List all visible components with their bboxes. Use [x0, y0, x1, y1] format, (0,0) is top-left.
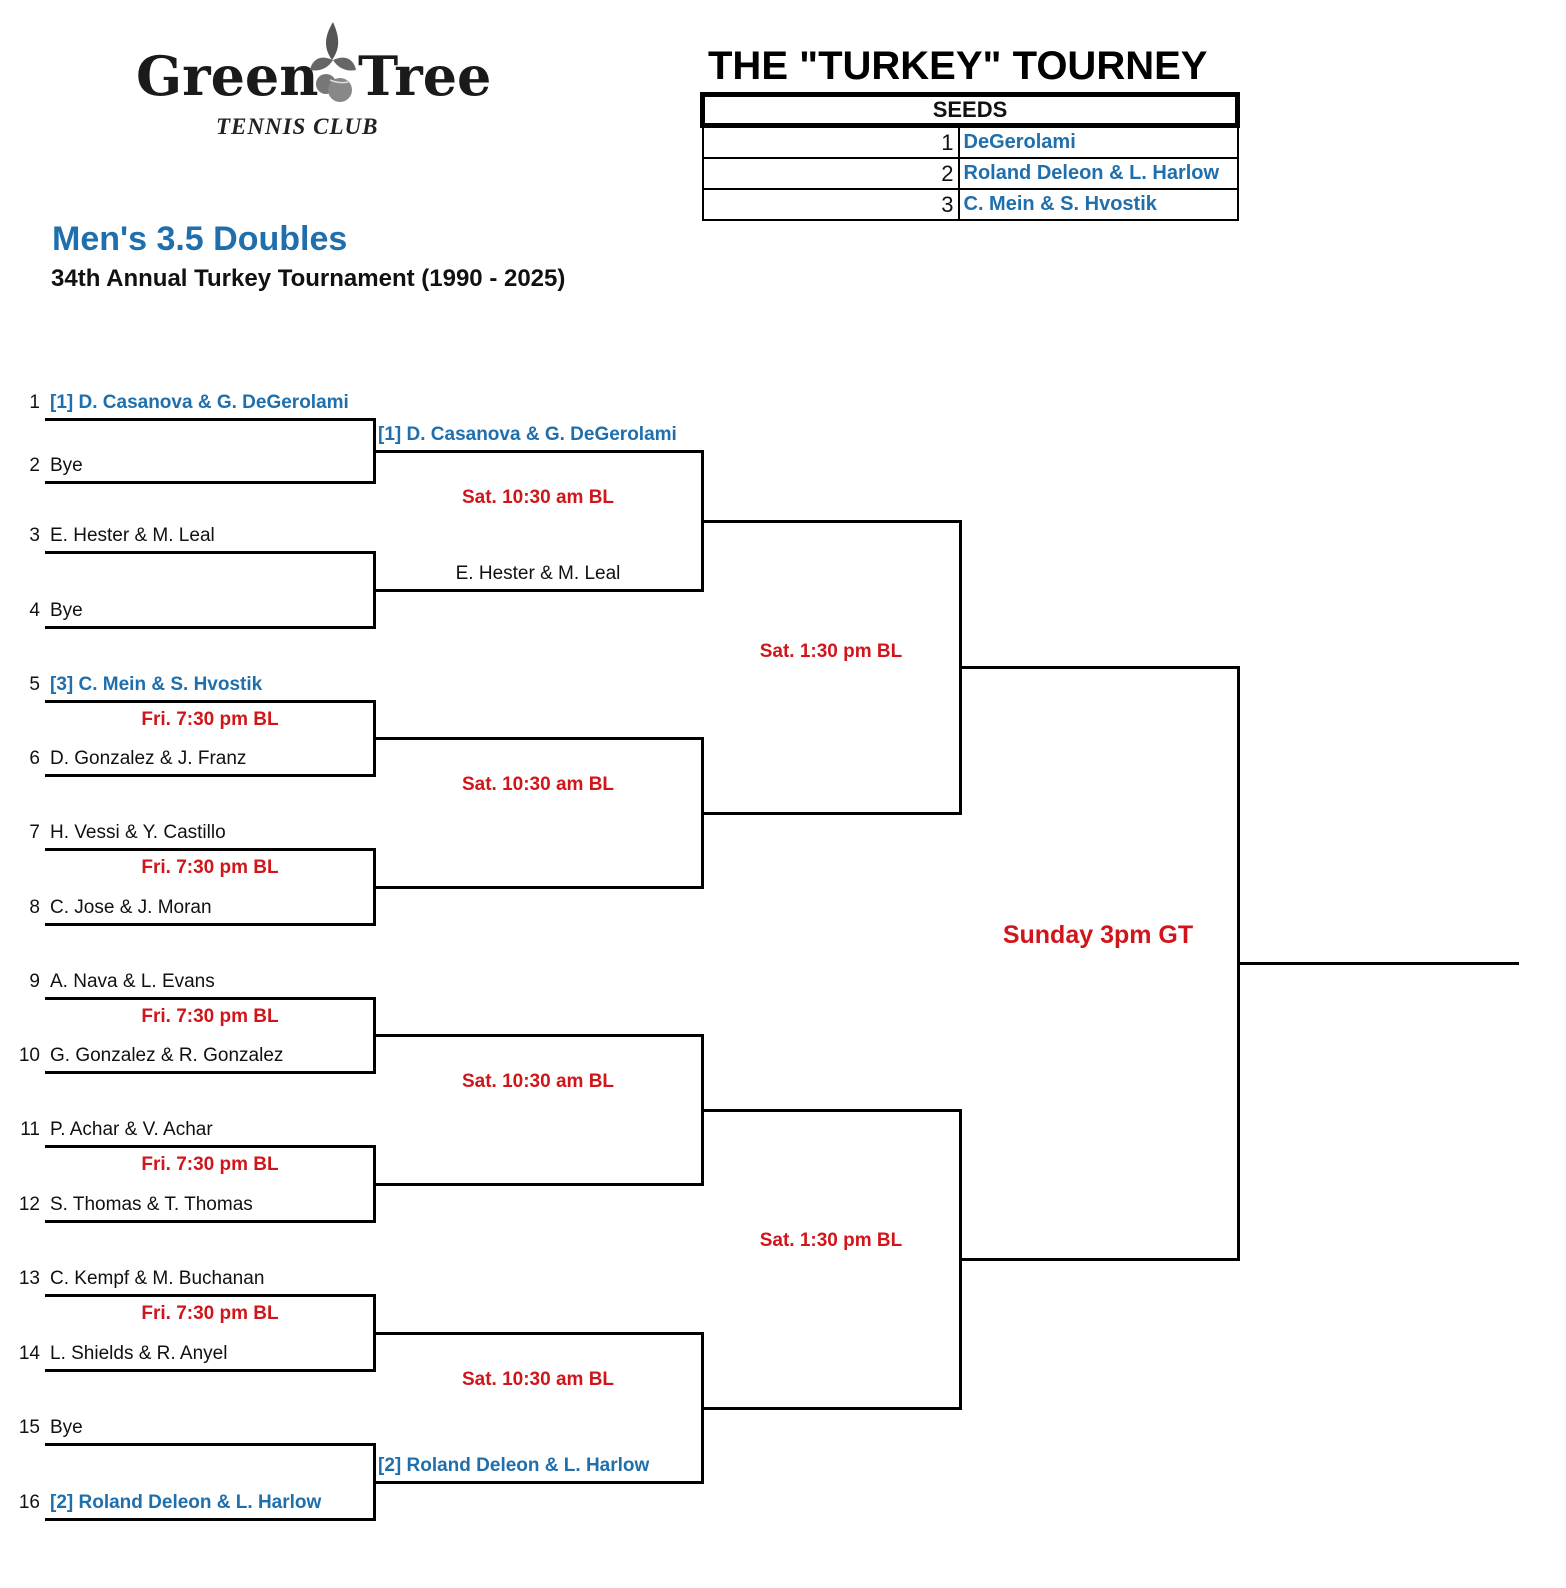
semifinal-schedule: Sat. 1:30 pm BL — [759, 641, 903, 662]
seed-number: 1 — [701, 124, 960, 159]
quarterfinal-line — [702, 1407, 961, 1410]
seed-row: 3 C. Mein & S. Hvostik — [701, 188, 1239, 221]
round2-line — [374, 589, 703, 592]
logo-word-tree: Tree — [358, 44, 492, 108]
slot-number: 7 — [29, 822, 40, 843]
round1-line — [45, 1071, 375, 1074]
round2-line — [374, 1034, 703, 1037]
round1-team: H. Vessi & Y. Castillo — [50, 822, 226, 843]
round2-line — [374, 1183, 703, 1186]
round1-team: [2] Roland Deleon & L. Harlow — [50, 1492, 322, 1513]
event-subtitle: 34th Annual Turkey Tournament (1990 - 20… — [51, 265, 566, 292]
round1-team: S. Thomas & T. Thomas — [50, 1194, 253, 1215]
slot-number: 15 — [18, 1417, 40, 1438]
slot-number: 12 — [18, 1194, 40, 1215]
round1-schedule: Fri. 7:30 pm BL — [141, 1154, 279, 1175]
round2-schedule: Sat. 10:30 am BL — [461, 487, 615, 508]
seeds-heading: SEEDS — [700, 92, 1240, 128]
slot-number: 4 — [29, 600, 40, 621]
round1-line — [45, 626, 375, 629]
seed-number: 2 — [701, 157, 960, 190]
round1-team: E. Hester & M. Leal — [50, 525, 215, 546]
round2-schedule: Sat. 10:30 am BL — [461, 1369, 615, 1390]
semifinal-line — [960, 1258, 1239, 1261]
round1-line — [45, 1220, 375, 1223]
event-title: Men's 3.5 Doubles — [52, 220, 348, 258]
slot-number: 16 — [18, 1492, 40, 1513]
round2-line — [374, 737, 703, 740]
round1-line — [45, 1443, 375, 1446]
final-line — [1238, 962, 1519, 965]
slot-number: 9 — [29, 971, 40, 992]
round1-line — [45, 1369, 375, 1372]
round2-team: [1] D. Casanova & G. DeGerolami — [378, 424, 677, 445]
round1-line — [45, 774, 375, 777]
round1-line — [45, 551, 375, 554]
seed-name: Roland Deleon & L. Harlow — [957, 157, 1239, 190]
slot-number: 6 — [29, 748, 40, 769]
slot-number: 13 — [18, 1268, 40, 1289]
round2-team: [2] Roland Deleon & L. Harlow — [378, 1455, 650, 1476]
seed-row: 2 Roland Deleon & L. Harlow — [701, 157, 1239, 190]
round1-line — [45, 418, 375, 421]
round1-team: [1] D. Casanova & G. DeGerolami — [50, 392, 349, 413]
round1-line — [45, 923, 375, 926]
round1-line — [45, 848, 375, 851]
seed-row: 1 DeGerolami — [701, 124, 1239, 159]
slot-number: 11 — [20, 1119, 40, 1140]
slot-number: 2 — [29, 455, 40, 476]
round1-line — [45, 1145, 375, 1148]
round1-team: C. Jose & J. Moran — [50, 897, 212, 918]
slot-number: 1 — [29, 392, 40, 413]
round1-schedule: Fri. 7:30 pm BL — [141, 1303, 279, 1324]
round1-line — [45, 1518, 375, 1521]
logo-word-green: Green — [136, 44, 319, 108]
round1-team: A. Nava & L. Evans — [50, 971, 215, 992]
slot-number: 5 — [29, 674, 40, 695]
slot-number: 10 — [18, 1045, 40, 1066]
round1-line — [45, 481, 375, 484]
round1-schedule: Fri. 7:30 pm BL — [141, 857, 279, 878]
round2-schedule: Sat. 10:30 am BL — [461, 774, 615, 795]
seed-name: DeGerolami — [957, 124, 1239, 159]
round2-team: E. Hester & M. Leal — [455, 563, 621, 584]
logo-subtitle: TENNIS CLUB — [216, 114, 379, 139]
round2-line — [374, 450, 703, 453]
round1-team: Bye — [50, 600, 83, 621]
tournament-title: THE "TURKEY" TOURNEY — [708, 44, 1208, 88]
round1-line — [45, 1294, 375, 1297]
quarterfinal-line — [702, 1109, 961, 1112]
semifinal-line — [960, 666, 1239, 669]
slot-number: 3 — [29, 525, 40, 546]
quarterfinal-line — [702, 520, 961, 523]
round1-line — [45, 700, 375, 703]
round2-line — [374, 1481, 703, 1484]
round1-team: Bye — [50, 455, 83, 476]
round1-team: [3] C. Mein & S. Hvostik — [50, 674, 263, 695]
seeds-table: SEEDS 1 DeGerolami 2 Roland Deleon & L. … — [700, 92, 1240, 221]
round2-line — [374, 1332, 703, 1335]
round1-team: D. Gonzalez & J. Franz — [50, 748, 247, 769]
round1-team: C. Kempf & M. Buchanan — [50, 1268, 265, 1289]
semifinal-schedule: Sat. 1:30 pm BL — [759, 1230, 903, 1251]
seed-number: 3 — [701, 188, 960, 221]
slot-number: 8 — [29, 897, 40, 918]
final-schedule: Sunday 3pm GT — [1002, 921, 1194, 949]
round2-line — [374, 886, 703, 889]
round1-schedule: Fri. 7:30 pm BL — [141, 709, 279, 730]
round2-schedule: Sat. 10:30 am BL — [461, 1071, 615, 1092]
round1-team: Bye — [50, 1417, 83, 1438]
round1-schedule: Fri. 7:30 pm BL — [141, 1006, 279, 1027]
round1-team: P. Achar & V. Achar — [50, 1119, 213, 1140]
quarterfinal-line — [702, 812, 961, 815]
round1-team: L. Shields & R. Anyel — [50, 1343, 228, 1364]
logo-leaf-icon — [308, 20, 358, 115]
seed-name: C. Mein & S. Hvostik — [957, 188, 1239, 221]
round1-line — [45, 997, 375, 1000]
slot-number: 14 — [18, 1343, 40, 1364]
round1-team: G. Gonzalez & R. Gonzalez — [50, 1045, 284, 1066]
